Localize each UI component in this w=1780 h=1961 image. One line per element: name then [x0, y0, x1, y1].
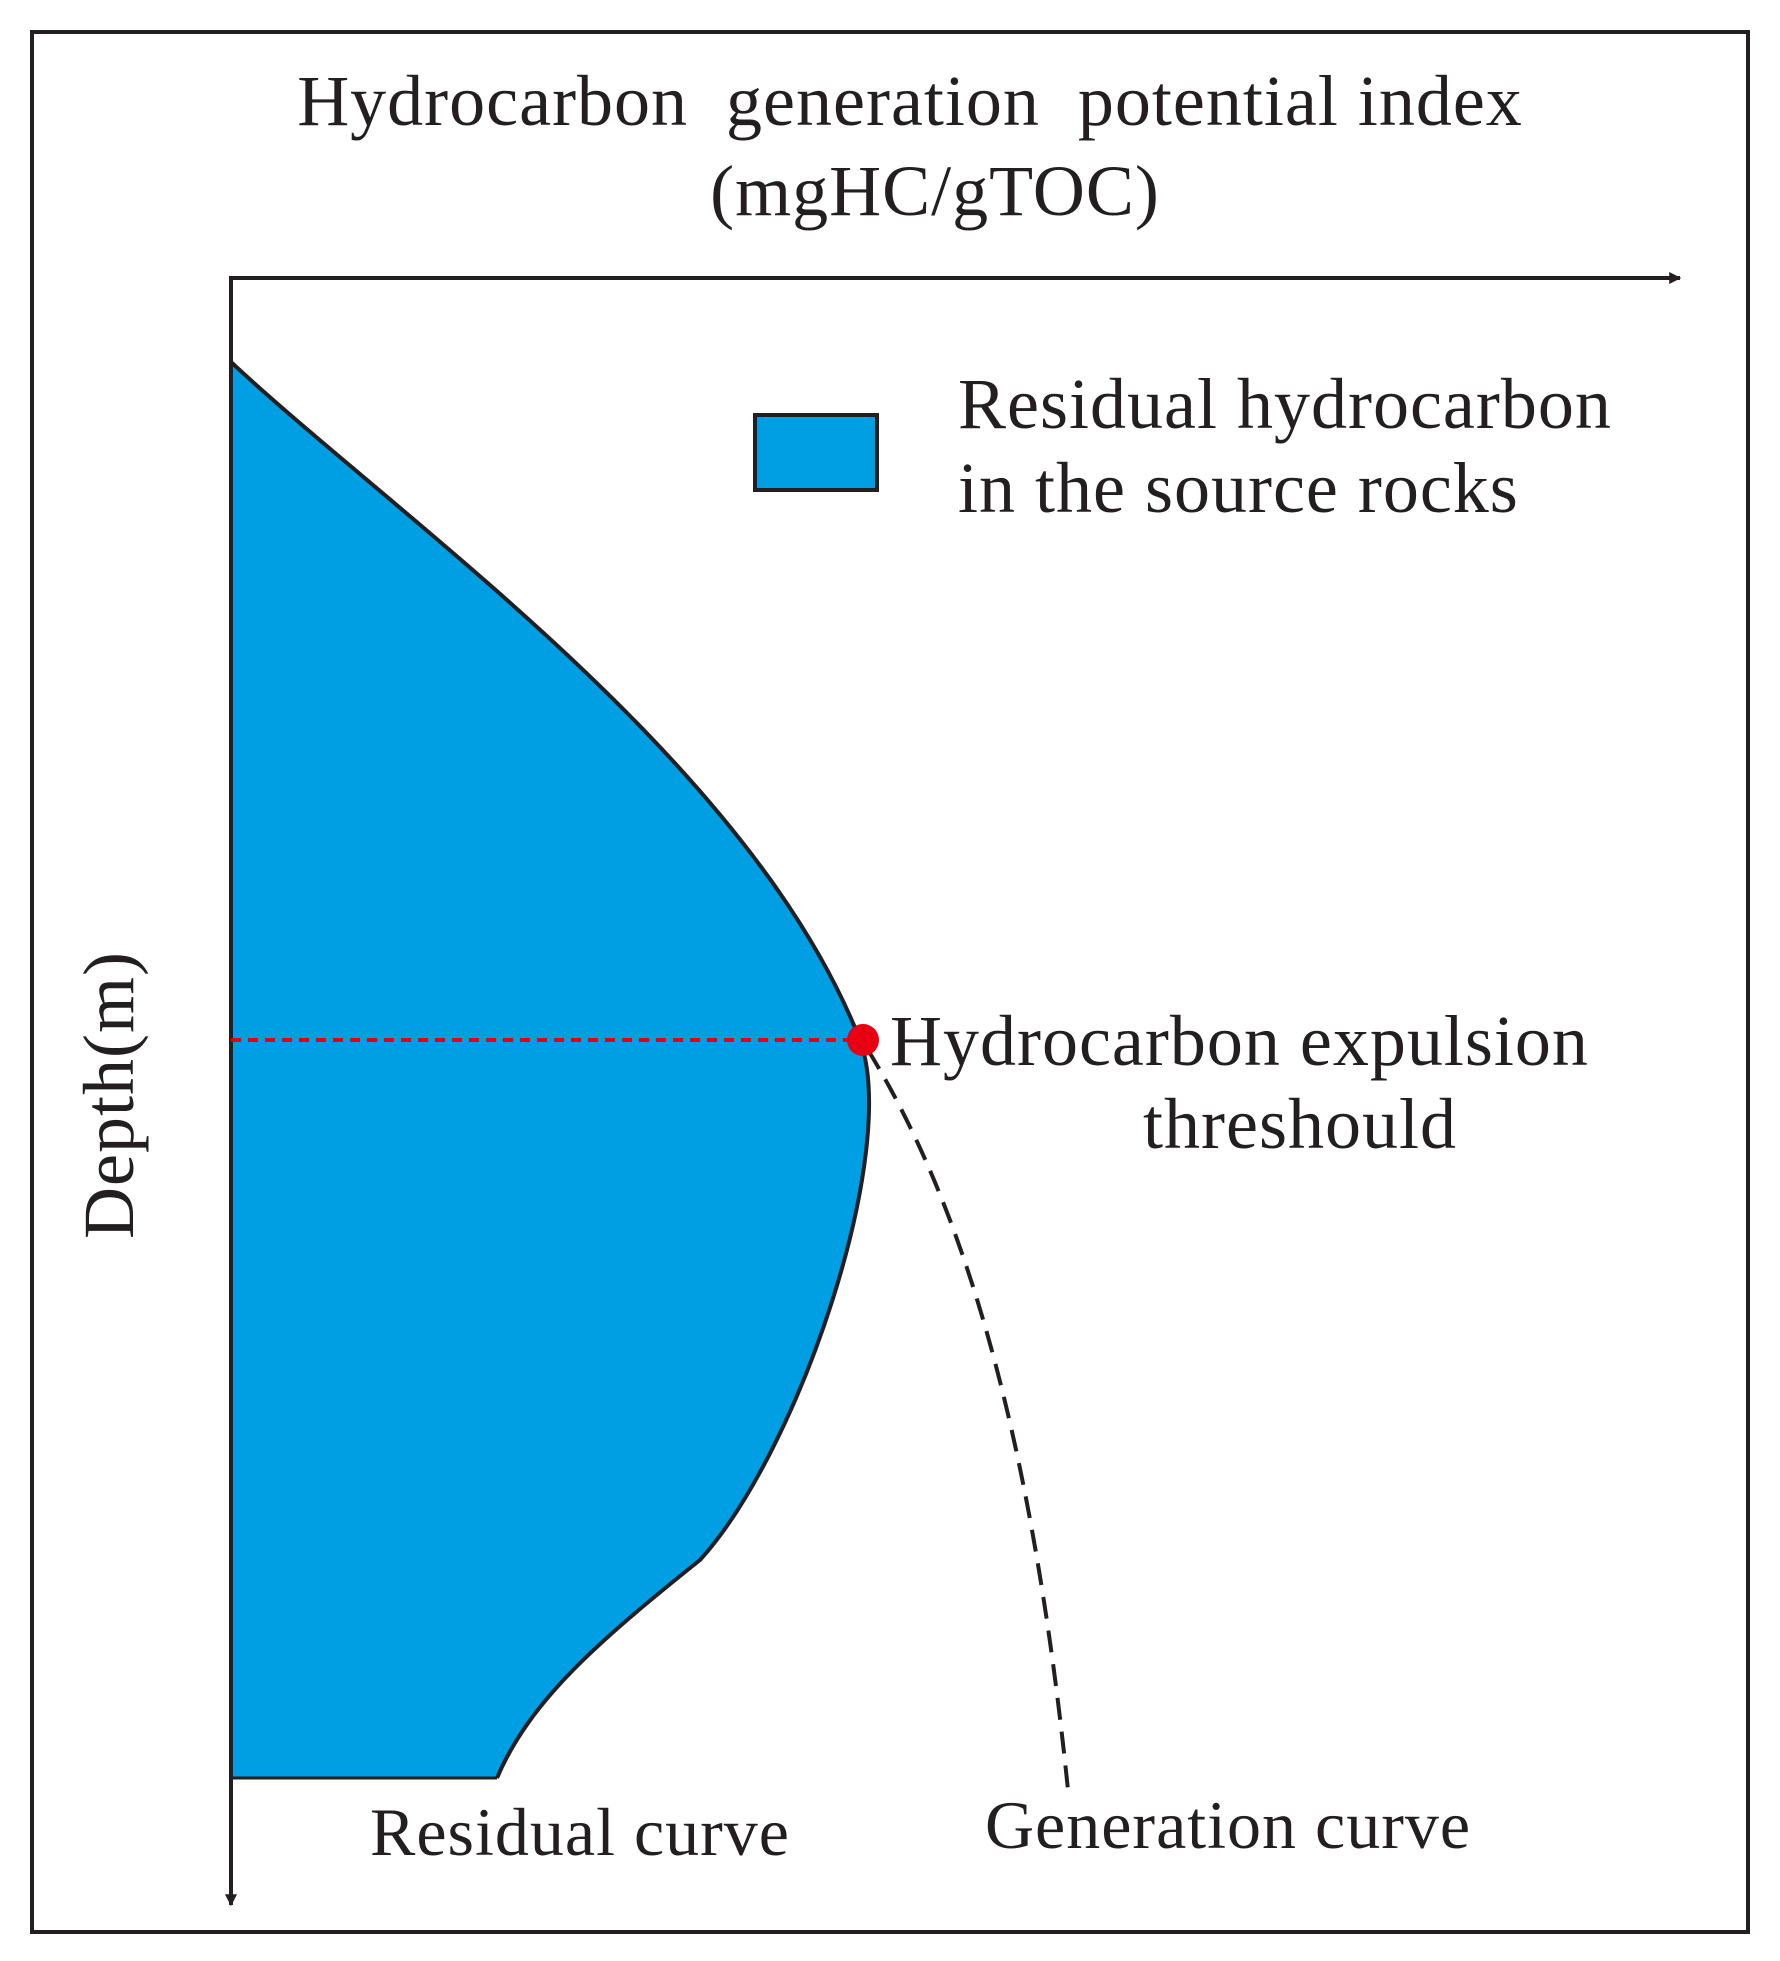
threshold-label-line1: Hydrocarbon expulsion: [890, 1001, 1589, 1081]
generation-curve-label: Generation curve: [985, 1787, 1471, 1863]
diagram-title-line1: Hydrocarbon generation potential index: [297, 61, 1523, 141]
figure-frame: [30, 30, 1750, 1934]
legend-label-line2: in the source rocks: [958, 448, 1519, 528]
residual-curve-label: Residual curve: [370, 1794, 790, 1870]
depth-axis-label: Depth(m): [69, 951, 149, 1239]
generation-curve: [866, 1048, 1070, 1791]
threshold-marker: [847, 1024, 879, 1056]
diagram-title-line2: (mgHC/gTOC): [710, 151, 1160, 231]
residual-curve: [229, 360, 872, 1779]
legend-swatch: [753, 413, 879, 492]
threshold-label-line2: threshould: [1143, 1084, 1457, 1164]
residual-hydrocarbon-area: [231, 362, 870, 1778]
legend-label-line1: Residual hydrocarbon: [958, 364, 1612, 444]
